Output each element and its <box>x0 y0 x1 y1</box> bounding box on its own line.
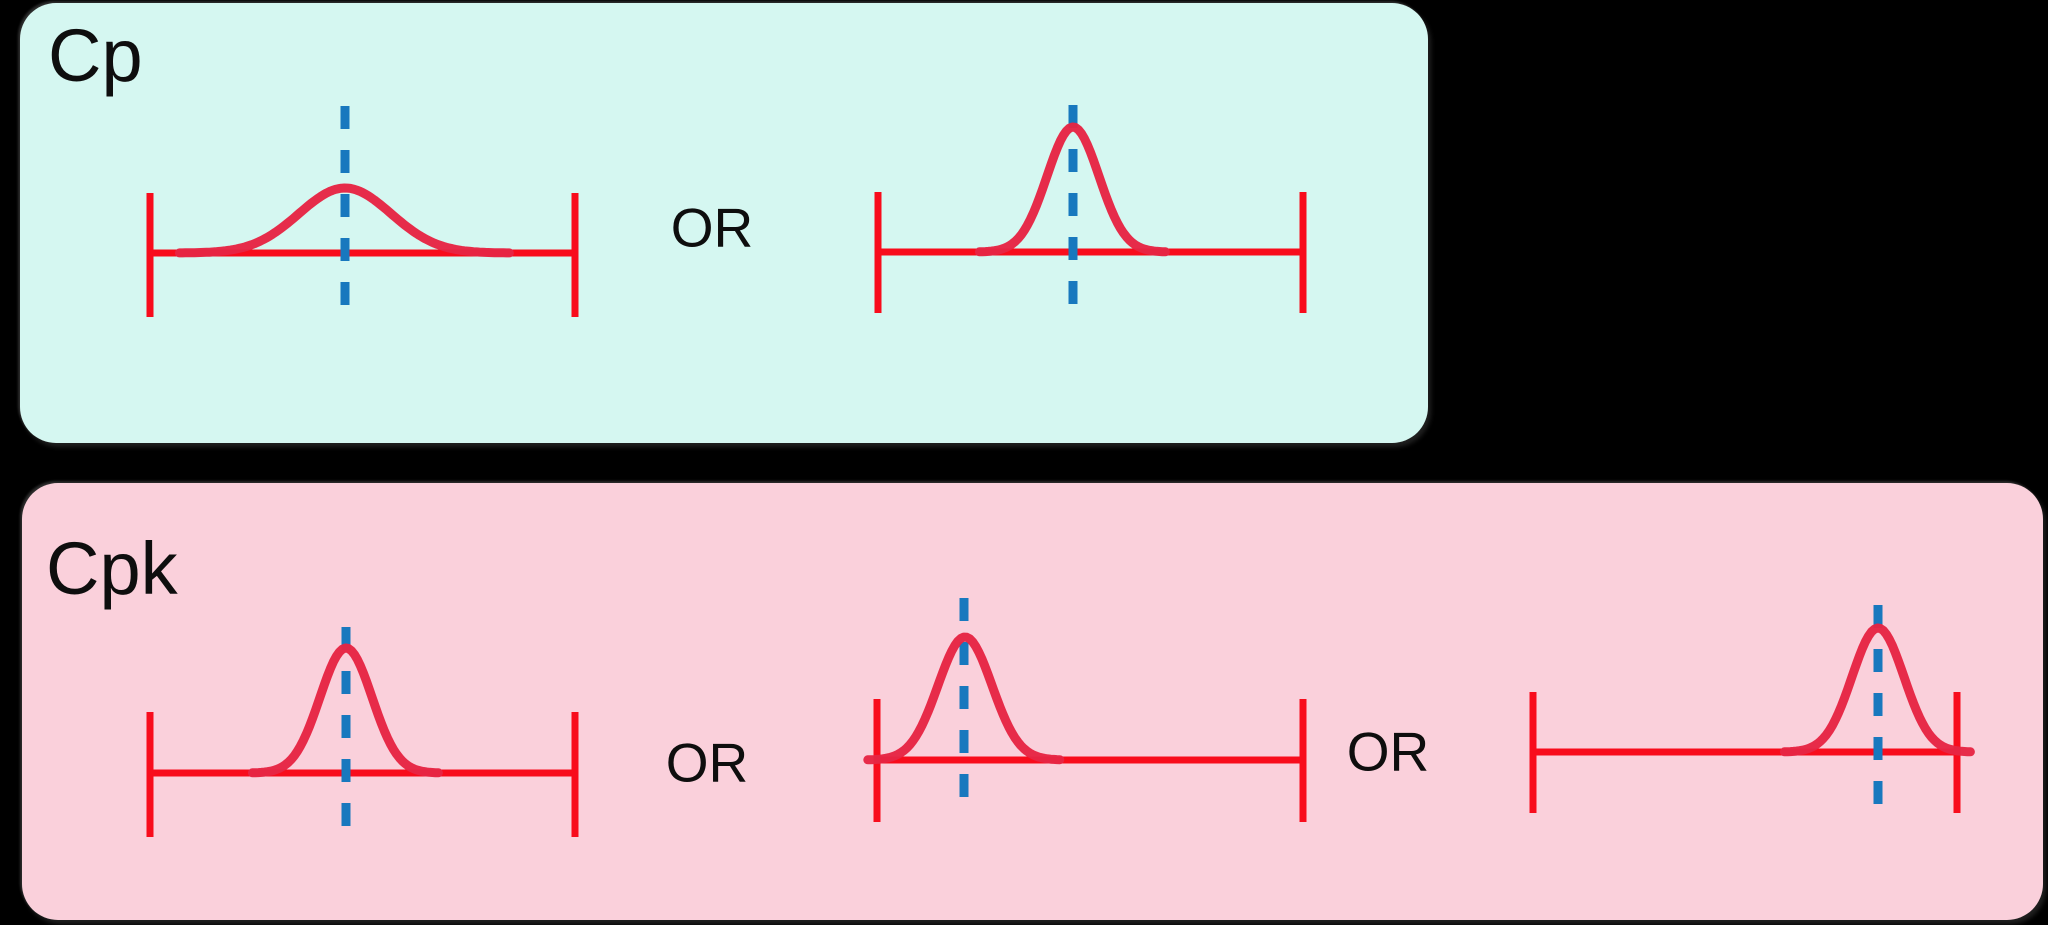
cpk-diagram-2-narrow-spread-shifted-left <box>863 598 1307 822</box>
cp-panel: Cp <box>20 3 1428 443</box>
normal-distribution-curve <box>247 643 443 778</box>
cp-diagram-1-wide-spread-centered <box>146 106 579 317</box>
cpk-panel-title: Cpk <box>46 527 178 610</box>
cpk-panel: Cpk <box>22 483 2043 920</box>
cpk-or-label-1: OR <box>665 731 749 794</box>
cpk-diagram-1-narrow-spread-centered <box>146 627 579 837</box>
cpk-or-label-2: OR <box>1346 720 1430 783</box>
cp-or-label-1: OR <box>670 196 754 259</box>
cp-panel-title: Cp <box>48 14 143 97</box>
normal-distribution-curve <box>174 183 514 258</box>
normal-distribution-curve <box>863 632 1065 765</box>
normal-distribution-curve <box>1779 623 1975 757</box>
normal-distribution-curve <box>974 122 1170 257</box>
cpk-diagram-3-narrow-spread-shifted-right <box>1529 605 1975 813</box>
cp-diagram-2-narrow-spread-centered <box>874 105 1307 313</box>
